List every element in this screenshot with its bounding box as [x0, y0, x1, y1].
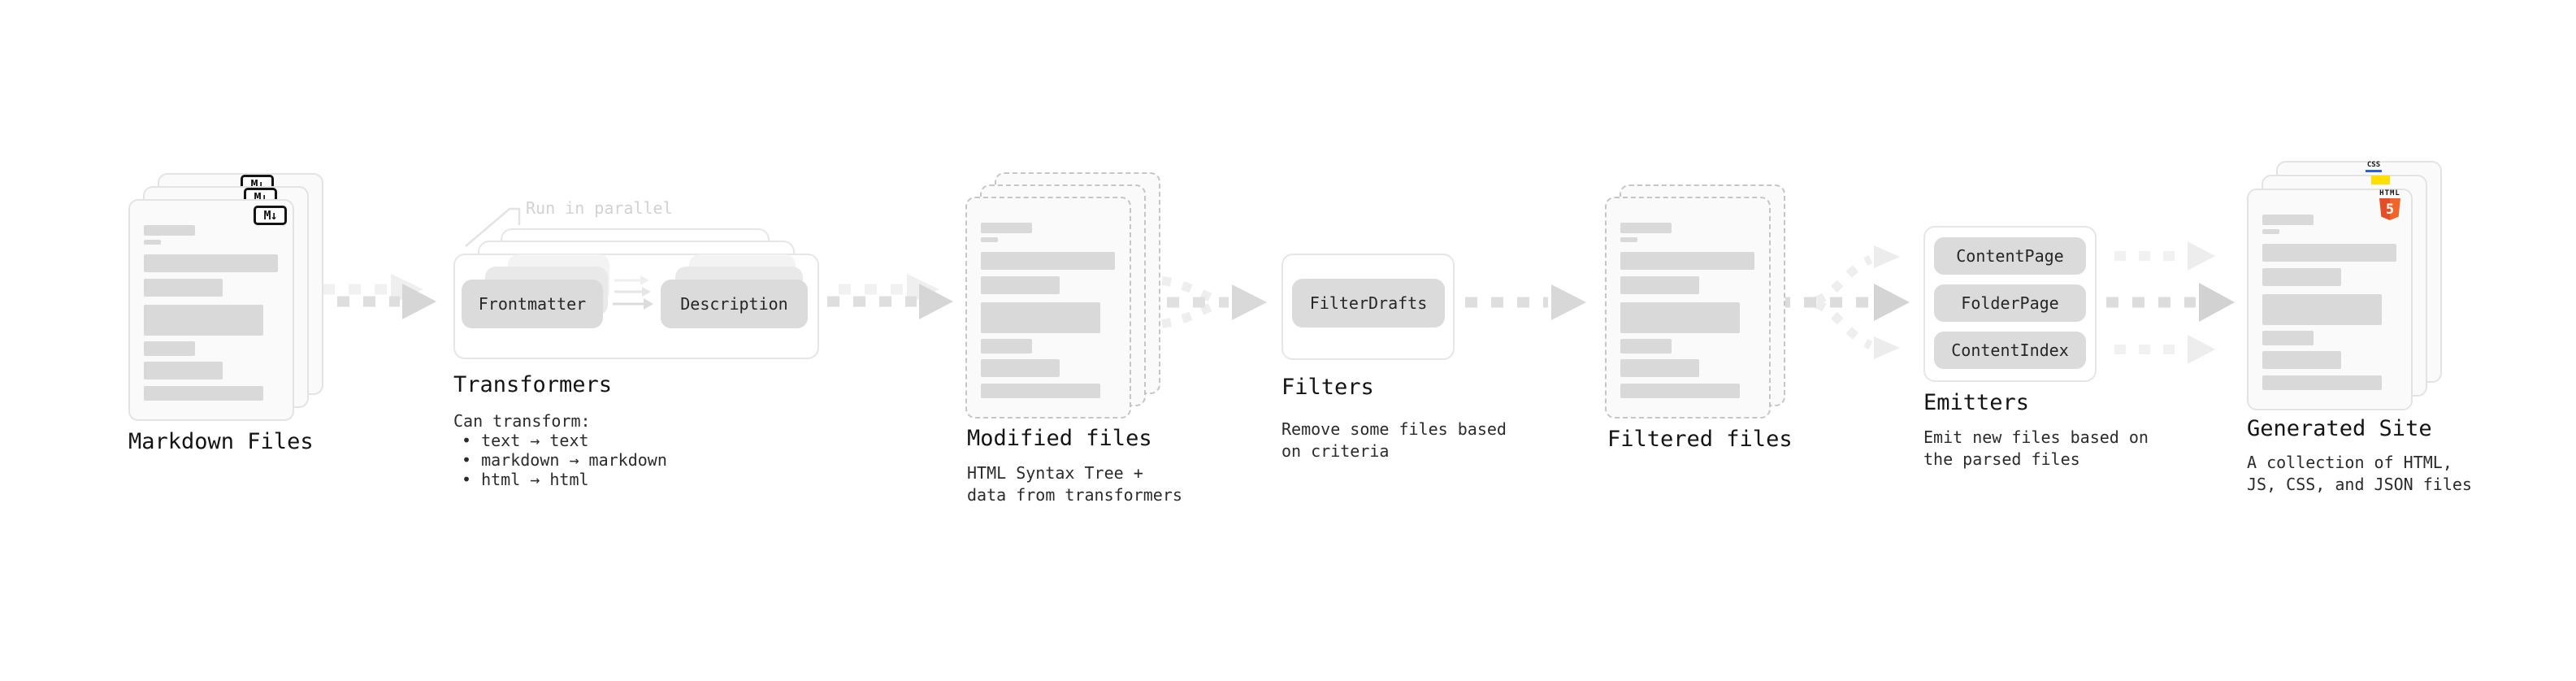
description-line: A collection of HTML,: [2247, 453, 2452, 472]
file-line-bar: [144, 240, 161, 245]
file-content-placeholder: [1620, 223, 1754, 398]
filtered-file-card-front: [1605, 197, 1771, 419]
file-content-placeholder: [144, 225, 278, 401]
file-line-bar: [981, 237, 998, 242]
file-line-bar: [1620, 339, 1672, 354]
markdown-file-card-front: [128, 199, 294, 421]
contentindex-pill: ContentIndex: [1934, 332, 2086, 369]
file-line-bar: [2262, 268, 2341, 286]
description-line: • html → html: [462, 470, 589, 489]
description-line: on criteria: [1281, 441, 1390, 461]
stage-title-generated-site: Generated Site: [2247, 416, 2432, 441]
html5-icon: HTML 5: [2378, 189, 2402, 220]
file-line-bar: [2262, 331, 2314, 345]
js-badge: [2371, 176, 2390, 184]
markdown-icon: M↓: [254, 206, 287, 225]
file-line-bar: [1620, 384, 1740, 398]
description-line: Can transform:: [453, 411, 591, 431]
stage-title-markdown-files: Markdown Files: [128, 429, 314, 454]
file-line-bar: [1620, 276, 1699, 294]
file-line-bar: [981, 339, 1032, 354]
file-line-bar: [144, 305, 263, 336]
css-badge-bar: [2366, 170, 2382, 172]
contentpage-pill: ContentPage: [1934, 237, 2086, 275]
html5-icon-label: HTML: [2379, 189, 2400, 197]
file-content-placeholder: [981, 223, 1115, 398]
folderpage-pill: FolderPage: [1934, 284, 2086, 322]
stage-title-modified-files: Modified files: [967, 426, 1152, 451]
arrow-filtered-to-emitters: [1778, 245, 1910, 359]
file-line-bar: [1620, 302, 1740, 333]
file-line-bar: [2262, 229, 2279, 234]
file-line-bar: [2262, 375, 2382, 390]
frontmatter-pill: Frontmatter: [462, 280, 603, 328]
html5-shield: 5: [2379, 198, 2400, 220]
arrow-markdown-to-transformers: [311, 274, 436, 319]
stage-title-emitters: Emitters: [1923, 390, 2030, 415]
description-line: JS, CSS, and JSON files: [2247, 475, 2472, 494]
modified-files-description: HTML Syntax Tree + data from transformer…: [967, 463, 1182, 507]
filterdrafts-pill: FilterDrafts: [1292, 279, 1445, 327]
description-line: Emit new files based on: [1923, 427, 2149, 447]
description-line: Remove some files based: [1281, 419, 1507, 439]
file-line-bar: [981, 302, 1100, 333]
description-line: • markdown → markdown: [462, 450, 667, 470]
generated-site-description: A collection of HTML, JS, CSS, and JSON …: [2247, 453, 2472, 497]
file-line-bar: [2262, 244, 2396, 262]
file-line-bar: [144, 225, 195, 236]
file-line-bar: [144, 386, 263, 401]
file-line-bar: [144, 254, 278, 272]
stage-title-transformers: Transformers: [453, 372, 613, 397]
file-line-bar: [1620, 252, 1754, 270]
stage-title-filters: Filters: [1281, 375, 1374, 400]
filters-description: Remove some files based on criteria: [1281, 419, 1507, 463]
file-content-placeholder: [2262, 215, 2396, 390]
arrow-filters-to-filtered: [1465, 284, 1586, 320]
file-line-bar: [144, 341, 195, 356]
file-line-bar: [144, 362, 223, 380]
description-pill: Description: [661, 280, 808, 328]
emitters-description: Emit new files based on the parsed files: [1923, 427, 2149, 471]
file-line-bar: [981, 384, 1100, 398]
stage-title-filtered-files: Filtered files: [1607, 427, 1793, 452]
description-line: data from transformers: [967, 485, 1182, 505]
file-line-bar: [1620, 359, 1699, 377]
file-line-bar: [981, 252, 1115, 270]
file-line-bar: [144, 279, 223, 297]
file-line-bar: [981, 276, 1060, 294]
description-line: the parsed files: [1923, 449, 2080, 469]
arrow-emitters-to-generated: [2106, 241, 2235, 364]
description-line: HTML Syntax Tree +: [967, 463, 1143, 483]
file-line-bar: [2262, 351, 2341, 369]
css-badge-label: CSS: [2366, 161, 2381, 169]
transformers-description: Can transform: • text → text • markdown …: [453, 411, 667, 489]
css-badge: CSS: [2366, 162, 2382, 172]
arrow-transformers-to-modified: [827, 274, 953, 319]
description-line: • text → text: [462, 431, 589, 450]
run-in-parallel-annotation: Run in parallel: [526, 198, 673, 218]
file-line-bar: [981, 359, 1060, 377]
modified-file-card-front: [965, 197, 1131, 419]
file-line-bar: [981, 223, 1032, 233]
file-line-bar: [2262, 215, 2314, 225]
file-line-bar: [2262, 294, 2382, 325]
generated-file-card-front: [2247, 189, 2413, 410]
file-line-bar: [1620, 223, 1672, 233]
file-line-bar: [1620, 237, 1637, 242]
